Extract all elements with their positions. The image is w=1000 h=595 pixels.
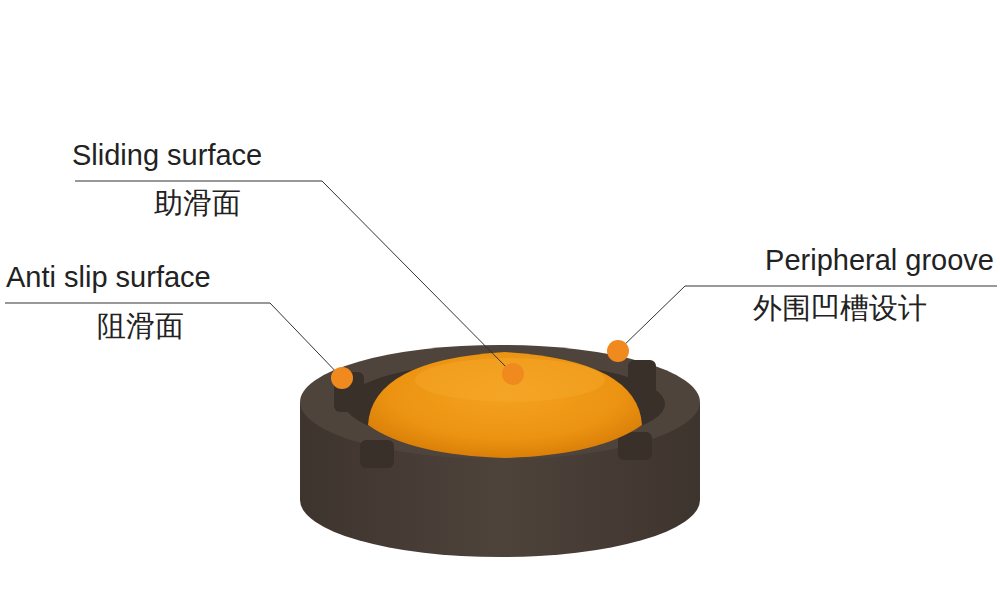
english-label: Sliding surface xyxy=(72,139,262,172)
pad-body xyxy=(300,345,700,557)
english-label: Peripheral groove xyxy=(765,244,994,277)
chinese-label: 阻滑面 xyxy=(97,310,184,343)
leader-lines xyxy=(5,181,997,378)
sliding-dome xyxy=(368,352,642,458)
chinese-label: 外围凹槽设计 xyxy=(753,292,927,325)
chinese-label: 助滑面 xyxy=(154,187,241,220)
english-label: Anti slip surface xyxy=(6,261,211,294)
callout-dots xyxy=(331,340,629,389)
